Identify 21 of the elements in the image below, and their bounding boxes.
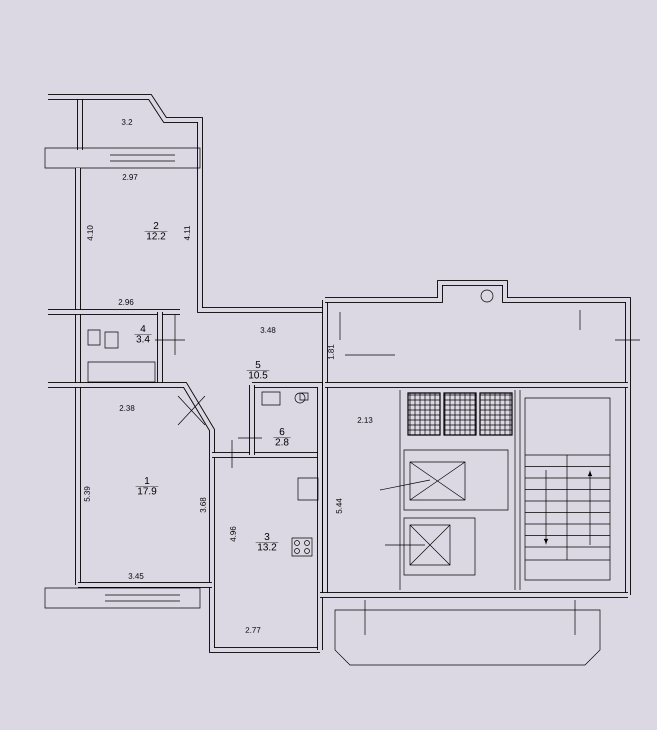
dimension-label: 3.48 (260, 327, 276, 333)
room-label: 6 2.8 (273, 428, 291, 446)
dimension-label: 3.68 (200, 498, 206, 512)
room-label: 1 17.9 (135, 477, 159, 494)
dimension-label: 4.96 (230, 526, 236, 542)
dimension-label: 2.13 (358, 417, 372, 423)
dimension-label: 5.44 (336, 498, 342, 514)
dimension-label: 4.10 (87, 226, 93, 241)
room-label: 2 12.2 (144, 222, 168, 240)
dimension-label: 2.38 (120, 405, 134, 411)
room-label: 3 13.2 (255, 533, 279, 550)
dimension-label: 3.45 (128, 573, 144, 579)
room-label: 4 3.4 (134, 325, 152, 342)
dimension-label: 5.39 (84, 486, 90, 502)
dimension-label: 2.77 (246, 627, 260, 633)
dimension-label: 1.81 (328, 344, 334, 360)
dimension-label: 3.2 (122, 119, 132, 125)
dimension-label: 2.97 (122, 174, 138, 180)
room-label: 5 10.5 (246, 361, 270, 378)
dimension-label: 2.96 (118, 299, 134, 305)
dimension-label: 4.11 (184, 226, 190, 240)
